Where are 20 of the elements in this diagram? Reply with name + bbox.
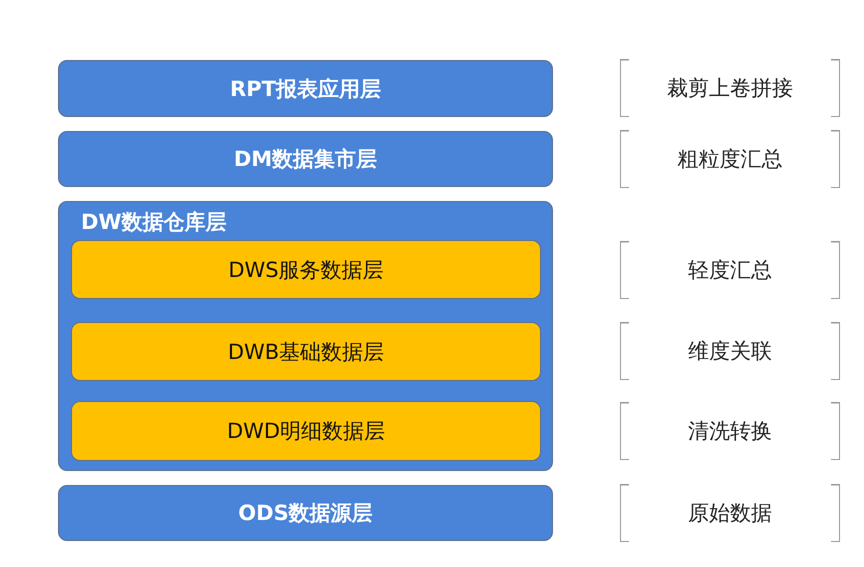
layer-box bbox=[71, 240, 541, 299]
bracketed-note: 裁剪上卷拼接 bbox=[620, 59, 840, 117]
layer-label: ODS数据源层 bbox=[237, 500, 374, 527]
layer-label: DWB基础数据层 bbox=[226, 338, 386, 366]
layer-box bbox=[58, 131, 553, 187]
layer-label: DWD明细数据层 bbox=[226, 418, 386, 445]
group-title: DW数据仓库层 bbox=[81, 209, 227, 236]
layer-box bbox=[58, 60, 553, 117]
bracketed-note: 粗粒度汇总 bbox=[620, 130, 840, 188]
layer-label: RPT报表应用层 bbox=[229, 76, 382, 102]
bracketed-note: 清洗转换 bbox=[620, 402, 840, 460]
layer-label: DWS服务数据层 bbox=[227, 256, 385, 284]
layer-label: DM数据集市层 bbox=[232, 146, 378, 173]
bracketed-note: 轻度汇总 bbox=[620, 241, 840, 299]
layer-box bbox=[71, 322, 541, 381]
bracketed-note: 维度关联 bbox=[620, 322, 840, 380]
bracketed-note: 原始数据 bbox=[620, 484, 840, 542]
layer-box bbox=[71, 401, 541, 461]
layer-group-panel bbox=[58, 201, 553, 471]
layer-box bbox=[58, 485, 553, 541]
